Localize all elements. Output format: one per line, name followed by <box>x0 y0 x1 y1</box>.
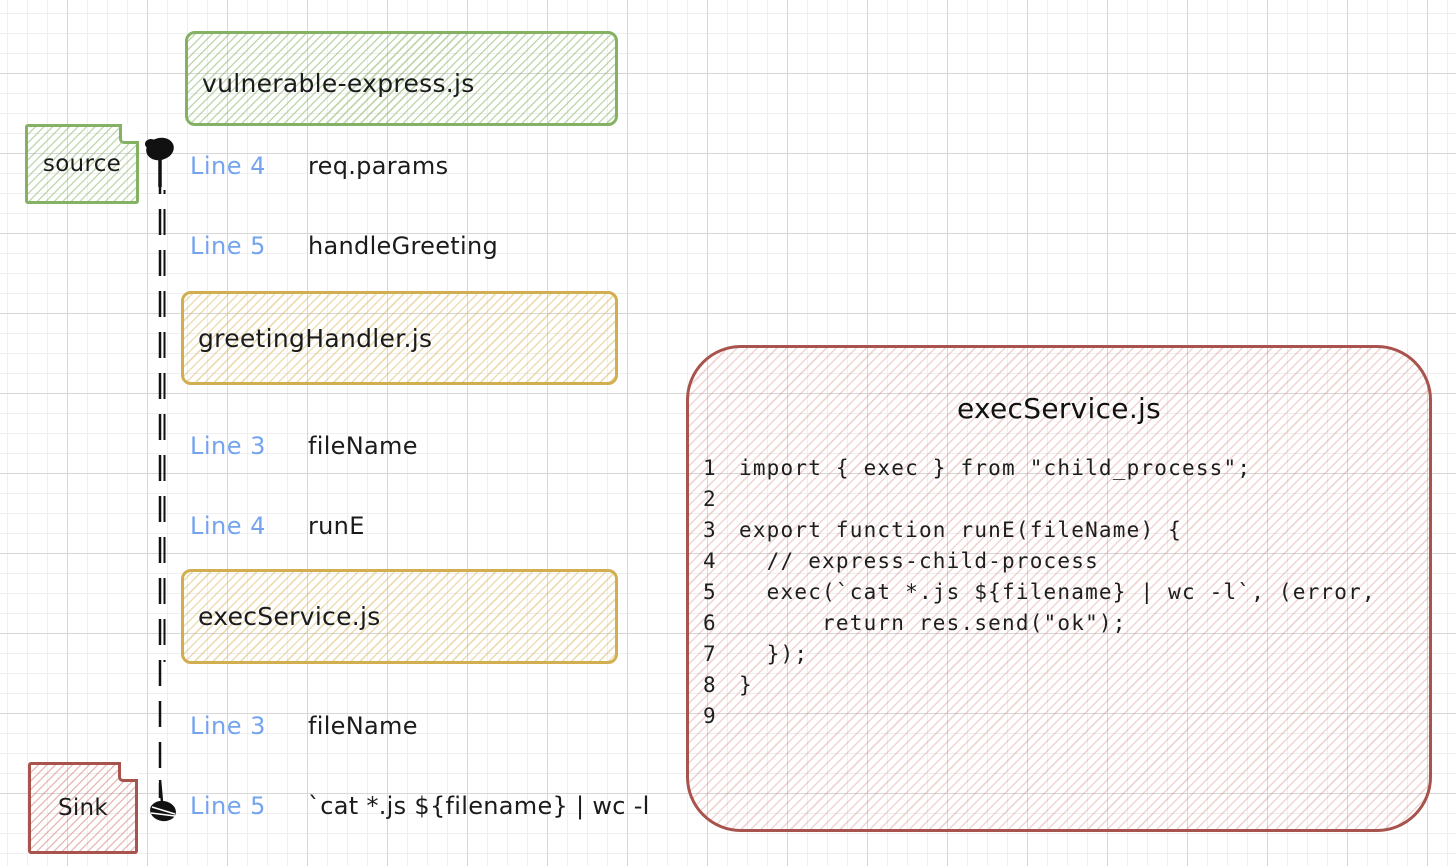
code-block: 1 import { exec } from "child_process"; … <box>703 452 1425 731</box>
code-text: // express-child-process <box>739 548 1099 573</box>
flow-step-1: Line 4 req.params <box>190 150 448 182</box>
code-line: 2 <box>703 483 1425 514</box>
flow-step-5: Line 3 fileName <box>190 710 418 742</box>
flow-step-4: Line 4 runE <box>190 510 365 542</box>
ink-blob-bottom-icon <box>150 779 176 822</box>
flow-value: fileName <box>308 712 418 740</box>
code-text: } <box>739 672 753 697</box>
ink-blob-top-icon <box>145 137 174 187</box>
line-number: 6 <box>703 610 716 635</box>
flow-step-2: Line 5 handleGreeting <box>190 230 498 262</box>
folded-corner-icon <box>119 124 139 144</box>
sticky-note-sink: Sink <box>28 762 138 854</box>
line-number: 8 <box>703 672 716 697</box>
flow-line-ref: Line 5 <box>190 792 266 820</box>
flow-line-ref: Line 3 <box>190 432 266 460</box>
file-box-label: vulnerable-express.js <box>202 69 475 98</box>
code-line: 8 } <box>703 669 1425 700</box>
folded-corner-icon <box>118 762 138 782</box>
code-panel-execservice: execService.js 1 import { exec } from "c… <box>686 345 1432 832</box>
file-box-vulnerable-express-js: vulnerable-express.js <box>185 31 618 126</box>
flow-value: fileName <box>308 432 418 460</box>
sticky-label: source <box>42 151 122 177</box>
file-box-label: greetingHandler.js <box>198 323 433 353</box>
file-box-label: execService.js <box>198 602 381 631</box>
line-number: 2 <box>703 486 716 511</box>
flow-value: req.params <box>308 152 449 180</box>
flow-value: `cat *.js ${filename} | wc -l <box>308 792 650 820</box>
code-line: 9 <box>703 700 1425 731</box>
code-line: 1 import { exec } from "child_process"; <box>703 452 1425 483</box>
flow-value: handleGreeting <box>308 232 498 260</box>
code-text: }); <box>739 641 809 666</box>
flow-step-6: Line 5 `cat *.js ${filename} | wc -l <box>190 790 650 822</box>
line-number: 7 <box>703 641 716 666</box>
flow-line-ref: Line 4 <box>190 512 266 540</box>
sticky-note-source: source <box>25 124 139 204</box>
file-box-greetinghandler-js: greetingHandler.js <box>181 291 618 385</box>
code-text: import { exec } from "child_process"; <box>739 455 1252 480</box>
code-line: 5 exec(`cat *.js ${filename} | wc -l`, (… <box>703 576 1425 607</box>
flow-step-3: Line 3 fileName <box>190 430 418 462</box>
file-box-execservice-js: execService.js <box>181 569 618 664</box>
flow-line-ref: Line 5 <box>190 232 266 260</box>
line-number: 9 <box>703 703 716 728</box>
code-text: exec(`cat *.js ${filename} | wc -l`, (er… <box>739 579 1376 604</box>
code-line: 3 export function runE(fileName) { <box>703 514 1425 545</box>
code-text: return res.send("ok"); <box>739 610 1127 635</box>
line-number: 4 <box>703 548 716 573</box>
line-number: 5 <box>703 579 716 604</box>
flow-line-ref: Line 3 <box>190 712 266 740</box>
line-number: 1 <box>703 455 716 480</box>
code-line: 7 }); <box>703 638 1425 669</box>
code-line: 6 return res.send("ok"); <box>703 607 1425 638</box>
code-text: export function runE(fileName) { <box>739 517 1182 542</box>
line-number: 3 <box>703 517 716 542</box>
code-line: 4 // express-child-process <box>703 545 1425 576</box>
sticky-label: Sink <box>57 795 109 821</box>
flow-value: runE <box>308 512 365 540</box>
flow-line-ref: Line 4 <box>190 152 266 180</box>
code-panel-title: execService.js <box>956 392 1161 425</box>
